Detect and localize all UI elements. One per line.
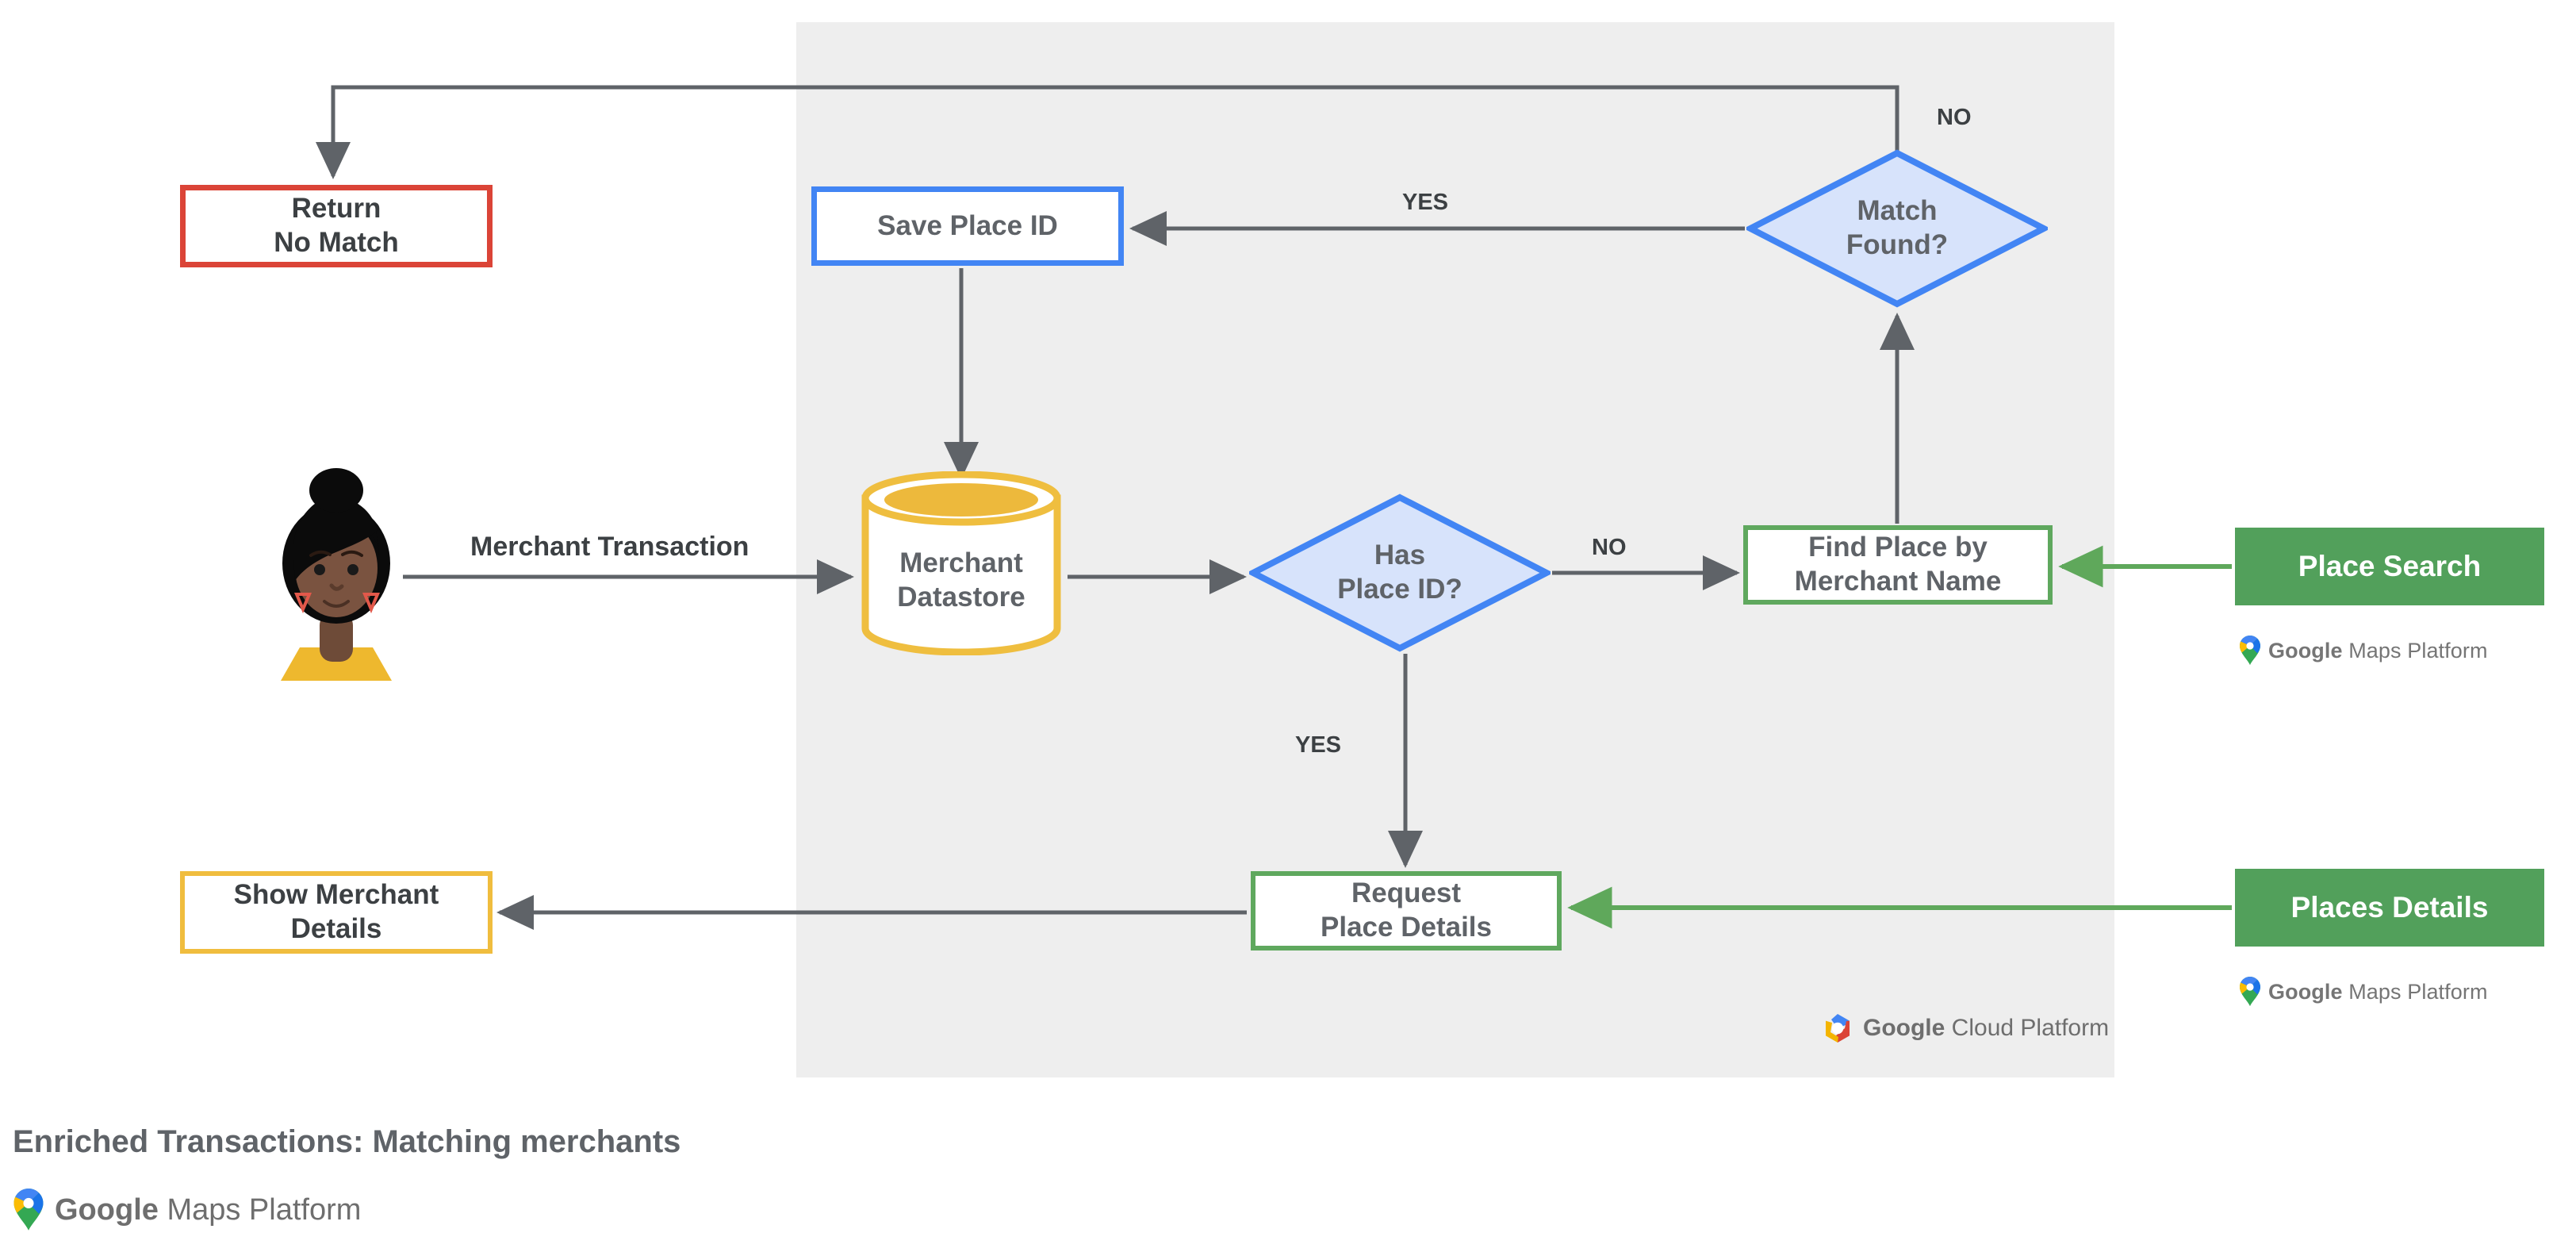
node-match-found[interactable]: Match Found? (1746, 149, 2048, 308)
node-find-place-by-merchant-name[interactable]: Find Place by Merchant Name (1743, 525, 2053, 605)
google-cloud-hexagon-icon (1826, 1014, 1850, 1043)
node-return-no-match-line1: Return (291, 193, 381, 225)
edge-label-no-has-place-id: NO (1592, 535, 1627, 560)
node-find-place-line1: Find Place by (1808, 532, 1988, 563)
node-request-place-details-line2: Place Details (1321, 912, 1492, 943)
node-return-no-match-line2: No Match (274, 227, 399, 258)
edge-label-yes-match-found: YES (1402, 190, 1449, 215)
node-show-merchant-details[interactable]: Show Merchant Details (180, 871, 493, 954)
google-maps-platform-footer-lockup: Google Maps Platform (13, 1189, 361, 1231)
edge-label-yes-has-place-id: YES (1295, 732, 1342, 758)
google-cloud-platform-lockup: Google Cloud Platform (1821, 1012, 2109, 1045)
google-maps-platform-lockup-places-details: Google Maps Platform (2239, 977, 2488, 1007)
maps-platform-wordmark: Maps Platform (2342, 638, 2488, 662)
place-search-button[interactable]: Place Search (2235, 528, 2544, 605)
maps-platform-wordmark: Maps Platform (2342, 979, 2488, 1004)
merchant-customer-avatar (263, 465, 409, 681)
node-show-merchant-details-line1: Show Merchant (233, 879, 439, 911)
edge-label-no-match-found: NO (1937, 105, 1972, 130)
google-maps-platform-wordmark: Google Maps Platform (2268, 639, 2488, 663)
person-illustration-icon (281, 468, 392, 681)
diamond-shape (1746, 149, 2048, 308)
places-details-button-label: Places Details (2290, 891, 2489, 924)
google-maps-platform-wordmark: Google Maps Platform (2268, 980, 2488, 1004)
google-wordmark: Google (2268, 979, 2343, 1004)
google-maps-pin-icon (2240, 636, 2260, 665)
google-maps-pin-icon (2240, 977, 2260, 1006)
node-find-place-line2: Merchant Name (1794, 566, 2002, 597)
cylinder-shape (861, 470, 1061, 656)
node-request-place-details-line1: Request (1351, 878, 1462, 909)
node-request-place-details[interactable]: Request Place Details (1251, 871, 1562, 951)
places-details-button[interactable]: Places Details (2235, 869, 2544, 947)
node-return-no-match[interactable]: Return No Match (180, 185, 493, 267)
google-cloud-platform-wordmark: Google Cloud Platform (1863, 1015, 2109, 1042)
node-merchant-datastore[interactable]: Merchant Datastore (859, 470, 1064, 656)
google-maps-platform-wordmark: Google Maps Platform (55, 1193, 361, 1227)
google-maps-pin-icon (13, 1189, 44, 1231)
google-wordmark: Google (2268, 638, 2343, 662)
node-save-place-id-label: Save Place ID (877, 209, 1058, 241)
place-search-button-label: Place Search (2298, 550, 2482, 582)
page-title: Enriched Transactions: Matching merchant… (13, 1124, 681, 1159)
google-wordmark: Google (1863, 1015, 1945, 1041)
node-show-merchant-details-line2: Details (290, 913, 382, 944)
node-has-place-id[interactable]: Has Place ID? (1249, 494, 1551, 652)
maps-platform-wordmark: Maps Platform (158, 1192, 362, 1227)
node-save-place-id[interactable]: Save Place ID (811, 186, 1124, 266)
edge-label-merchant-transaction: Merchant Transaction (470, 532, 749, 562)
diamond-shape (1249, 494, 1551, 652)
google-wordmark: Google (55, 1192, 159, 1227)
google-maps-platform-lockup-place-search: Google Maps Platform (2239, 636, 2488, 666)
cloud-platform-wordmark: Cloud Platform (1945, 1015, 2110, 1041)
